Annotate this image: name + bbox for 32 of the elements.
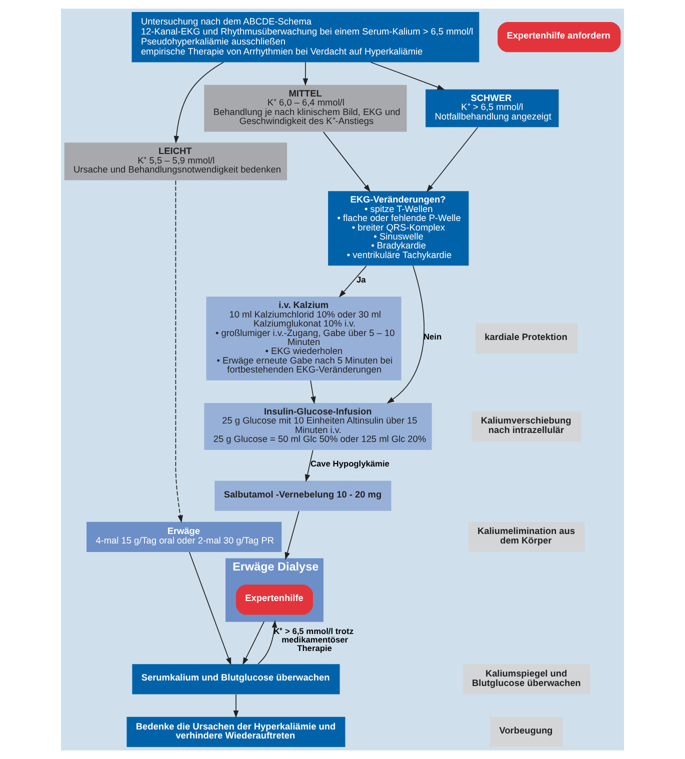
edge-label: Nein <box>423 332 442 342</box>
arrow <box>338 266 367 298</box>
arrow <box>304 450 314 482</box>
arrow <box>302 62 308 86</box>
node-box: Serumkalium und Blutglucose überwachen <box>132 664 340 694</box>
node-box: Untersuchung nach dem ABCDE-Schema 12-Kanal-EKG und Rhythmusüberwachung bei einem Serum-Kalium > 6,5 mmol/l Pseudohyperkaliämie ausschließen empirische Therapie von Arrhythmien bei Verdacht auf Hyperkaliämie <box>132 12 480 62</box>
node-box: Salbutamol -Vernebelung 10 - 20 mg <box>214 480 392 511</box>
arrow <box>188 552 232 666</box>
node-box: SCHWER K⁺ > 6,5 mmol/l Notfallbehandlung angezeigt <box>426 89 559 128</box>
edge-label: Ja <box>356 274 366 284</box>
arrow <box>242 621 265 666</box>
arrow <box>386 265 424 404</box>
arrow <box>175 180 183 523</box>
node-box: EKG-Veränderungen? • spitze T-Wellen • flache oder fehlende P-Welle • breiter QRS-Komplex • Sinuswelle • Bradykardie • ventrikuläre Tachykardie <box>328 191 469 266</box>
node-box: MITTEL K⁺ 6,0 – 6,4 mmol/l Behandlung je nach klinischem Bild, EKG und Geschwindigkeit des K⁺-Anstiegs <box>204 84 407 132</box>
arrow <box>284 510 300 560</box>
edge-label: Cave Hypoglykämie <box>310 458 390 469</box>
arrow <box>174 62 224 144</box>
arrow <box>322 132 371 192</box>
node-box: Erwäge 4-mal 15 g/Tag oral oder 2-mal 30 g/Tag PR <box>86 522 282 552</box>
edge-label: K⁺ > 6,5 mmol/l trotz medikamentöser Therapie <box>274 626 354 653</box>
node-box: Bedenke die Ursachen der Hyperkaliämie und verhindere Wiederauftreten <box>126 716 346 748</box>
node-box: Insulin-Glucose-Infusion 25 g Glucose mit 10 Einheiten Altinsulin über 15 Minuten i.v. 25 g Glucose = 50 ml Glc 50% oder 125 ml Glc 20% <box>204 402 432 450</box>
arrow <box>370 62 445 90</box>
node-box: Expertenhilfe anfordern <box>498 22 621 52</box>
node-box: Expertenhilfe <box>236 584 313 615</box>
arrow <box>310 380 316 404</box>
node-box: LEICHT K⁺ 5,5 – 5,9 mmol/l Ursache und Behandlungsnotwendigkeit bedenken <box>64 142 288 180</box>
arrow <box>426 126 478 192</box>
arrow <box>233 694 239 718</box>
node-box: i.v. Kalzium 10 ml Kalziumchlorid 10% oder 30 ml Kalziumglukonat 10% i.v. • großlumiger i.v.-Zugang, Gabe über 5 – 10 Minuten • EKG wiederholen • Erwäge erneute Gabe nach 5 Minuten bei fortbestehenden EKG-Veränderungen <box>206 296 402 380</box>
arrow <box>258 620 278 664</box>
